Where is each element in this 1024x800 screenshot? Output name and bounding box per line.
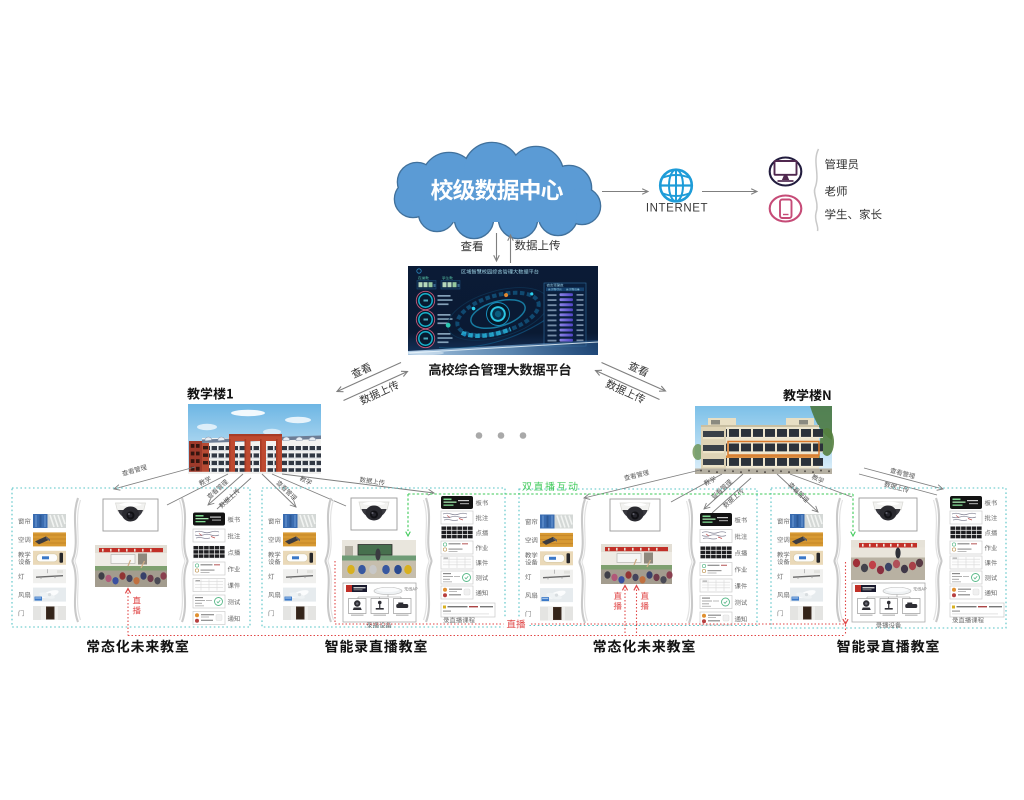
svg-text:INTERNET: INTERNET [646,203,708,215]
